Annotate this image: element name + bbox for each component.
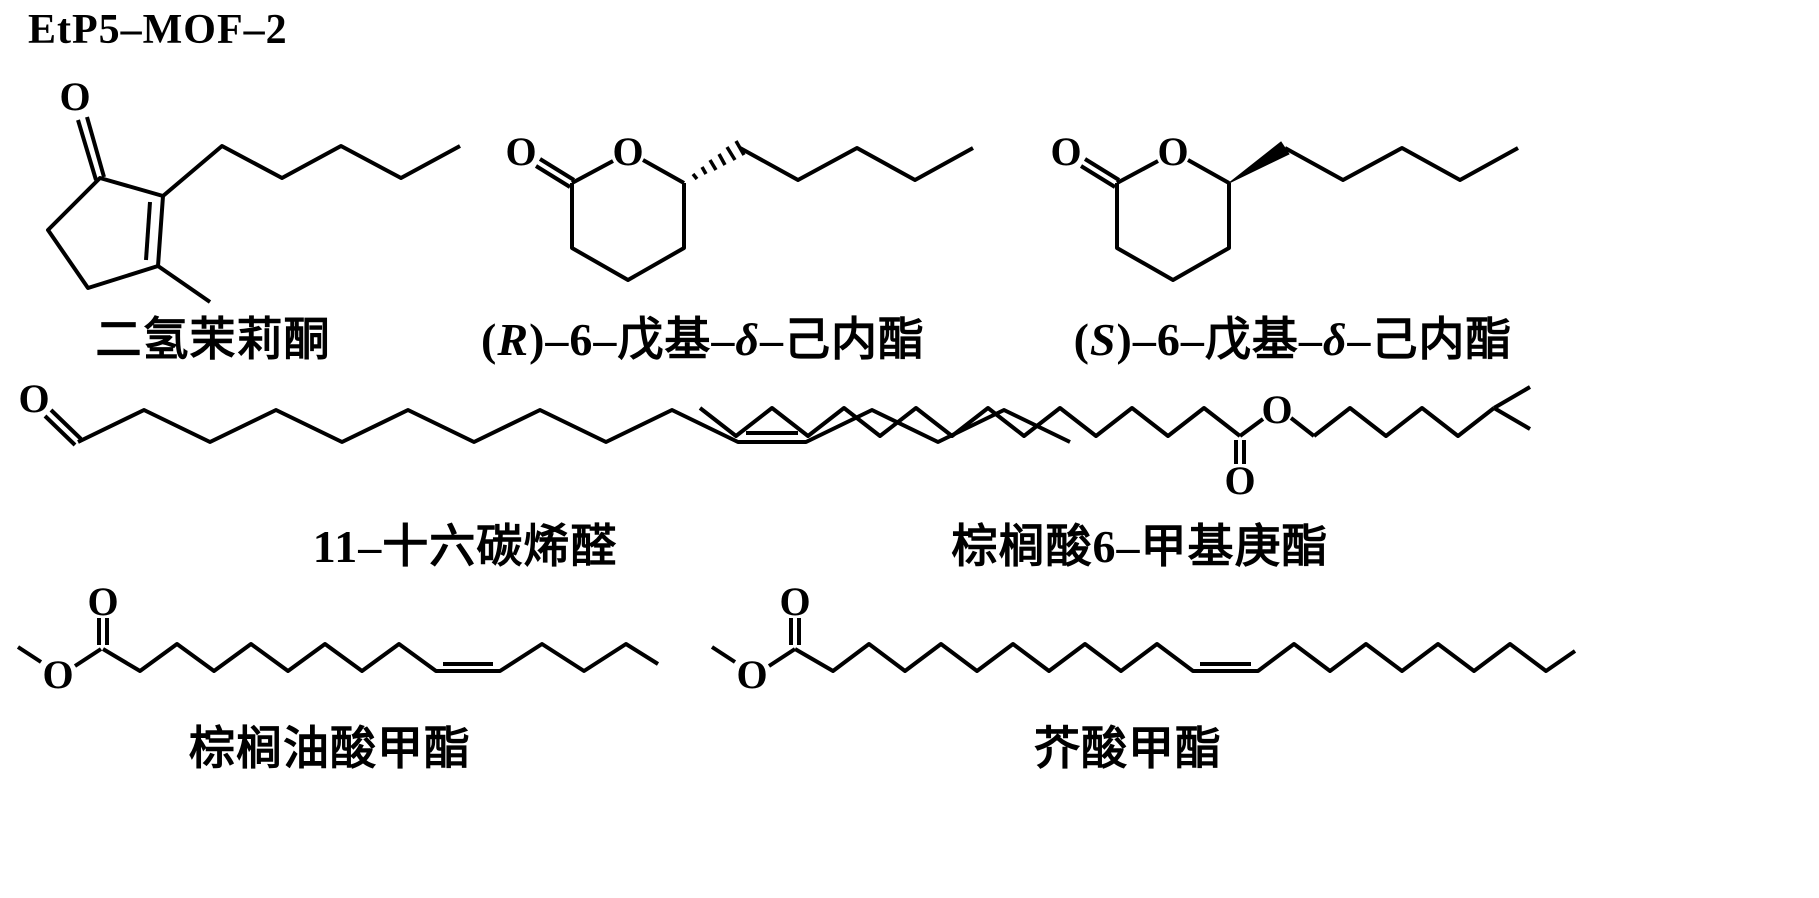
molecule-name: 棕榈油酸甲酯	[189, 723, 471, 774]
oxygen-atom-label: O	[1224, 458, 1255, 503]
oxygen-atom-label: O	[42, 652, 73, 697]
oxygen-atom-label: O	[87, 579, 118, 624]
stereo-descriptor: S	[1089, 314, 1117, 365]
oxygen-atom-label: O	[1050, 129, 1081, 174]
oxygen-atom-label: O	[1157, 129, 1188, 174]
delta-symbol: δ	[735, 314, 760, 365]
molecule-label-r-lactone: (R)–6–戊基–δ–己内酯	[481, 303, 925, 369]
bond-lines	[46, 116, 461, 304]
label-part: (	[481, 314, 498, 365]
stereo-wedge-bold	[1228, 141, 1290, 184]
molecule-label-methyl-palmitoleate: 棕榈油酸甲酯	[189, 712, 471, 778]
bond-lines	[698, 385, 1532, 464]
label-part: )–6–戊基–	[1116, 314, 1323, 365]
oxygen-atom-label: O	[18, 376, 49, 421]
bond-lines	[43, 408, 1071, 447]
oxygen-atom-label: O	[779, 579, 810, 624]
structure-dihydrojasmone: O	[46, 74, 461, 304]
delta-symbol: δ	[1322, 314, 1348, 365]
molecule-name: 11–十六碳烯醛	[312, 521, 618, 572]
molecule-label-s-lactone: (S)–6–戊基–δ–己内酯	[1074, 303, 1513, 369]
structure-s-lactone: O O	[1050, 129, 1519, 282]
bond-lines	[710, 618, 1577, 673]
stereo-wedge-hashed	[691, 140, 746, 181]
label-part: (	[1073, 314, 1090, 365]
stereo-descriptor: R	[497, 314, 530, 365]
structure-r-lactone: O O	[505, 129, 974, 282]
molecule-label-dihydrojasmone: 二氢茉莉酮	[96, 303, 331, 369]
structure-methyl-erucate: O O	[710, 579, 1577, 697]
label-part: –己内酯	[759, 314, 925, 365]
structure-6-methylheptyl-palmitate: O O	[698, 385, 1532, 503]
molecule-label-11-hexadecenal: 11–十六碳烯醛	[313, 510, 617, 576]
molecule-name: 芥酸甲酯	[1034, 723, 1222, 774]
oxygen-atom-label: O	[612, 129, 643, 174]
molecule-label-6-methylheptyl-palmitate: 棕榈酸6–甲基庚酯	[952, 510, 1329, 576]
structure-methyl-palmitoleate: O O	[16, 579, 660, 697]
label-part: –己内酯	[1347, 314, 1513, 365]
label-part: )–6–戊基–	[529, 314, 736, 365]
bond-lines	[534, 146, 974, 282]
figure-title: EtP5–MOF–2	[28, 7, 288, 53]
molecule-label-methyl-erucate: 芥酸甲酯	[1034, 712, 1222, 778]
molecule-name: 二氢茉莉酮	[95, 314, 331, 365]
oxygen-atom-label: O	[59, 74, 90, 119]
bond-lines	[1079, 146, 1519, 282]
oxygen-atom-label: O	[1261, 387, 1292, 432]
bond-lines	[16, 618, 660, 673]
molecule-name: 棕榈酸6–甲基庚酯	[951, 521, 1329, 572]
structure-11-hexadecenal: O	[18, 376, 1071, 447]
oxygen-atom-label: O	[505, 129, 536, 174]
oxygen-atom-label: O	[736, 652, 767, 697]
